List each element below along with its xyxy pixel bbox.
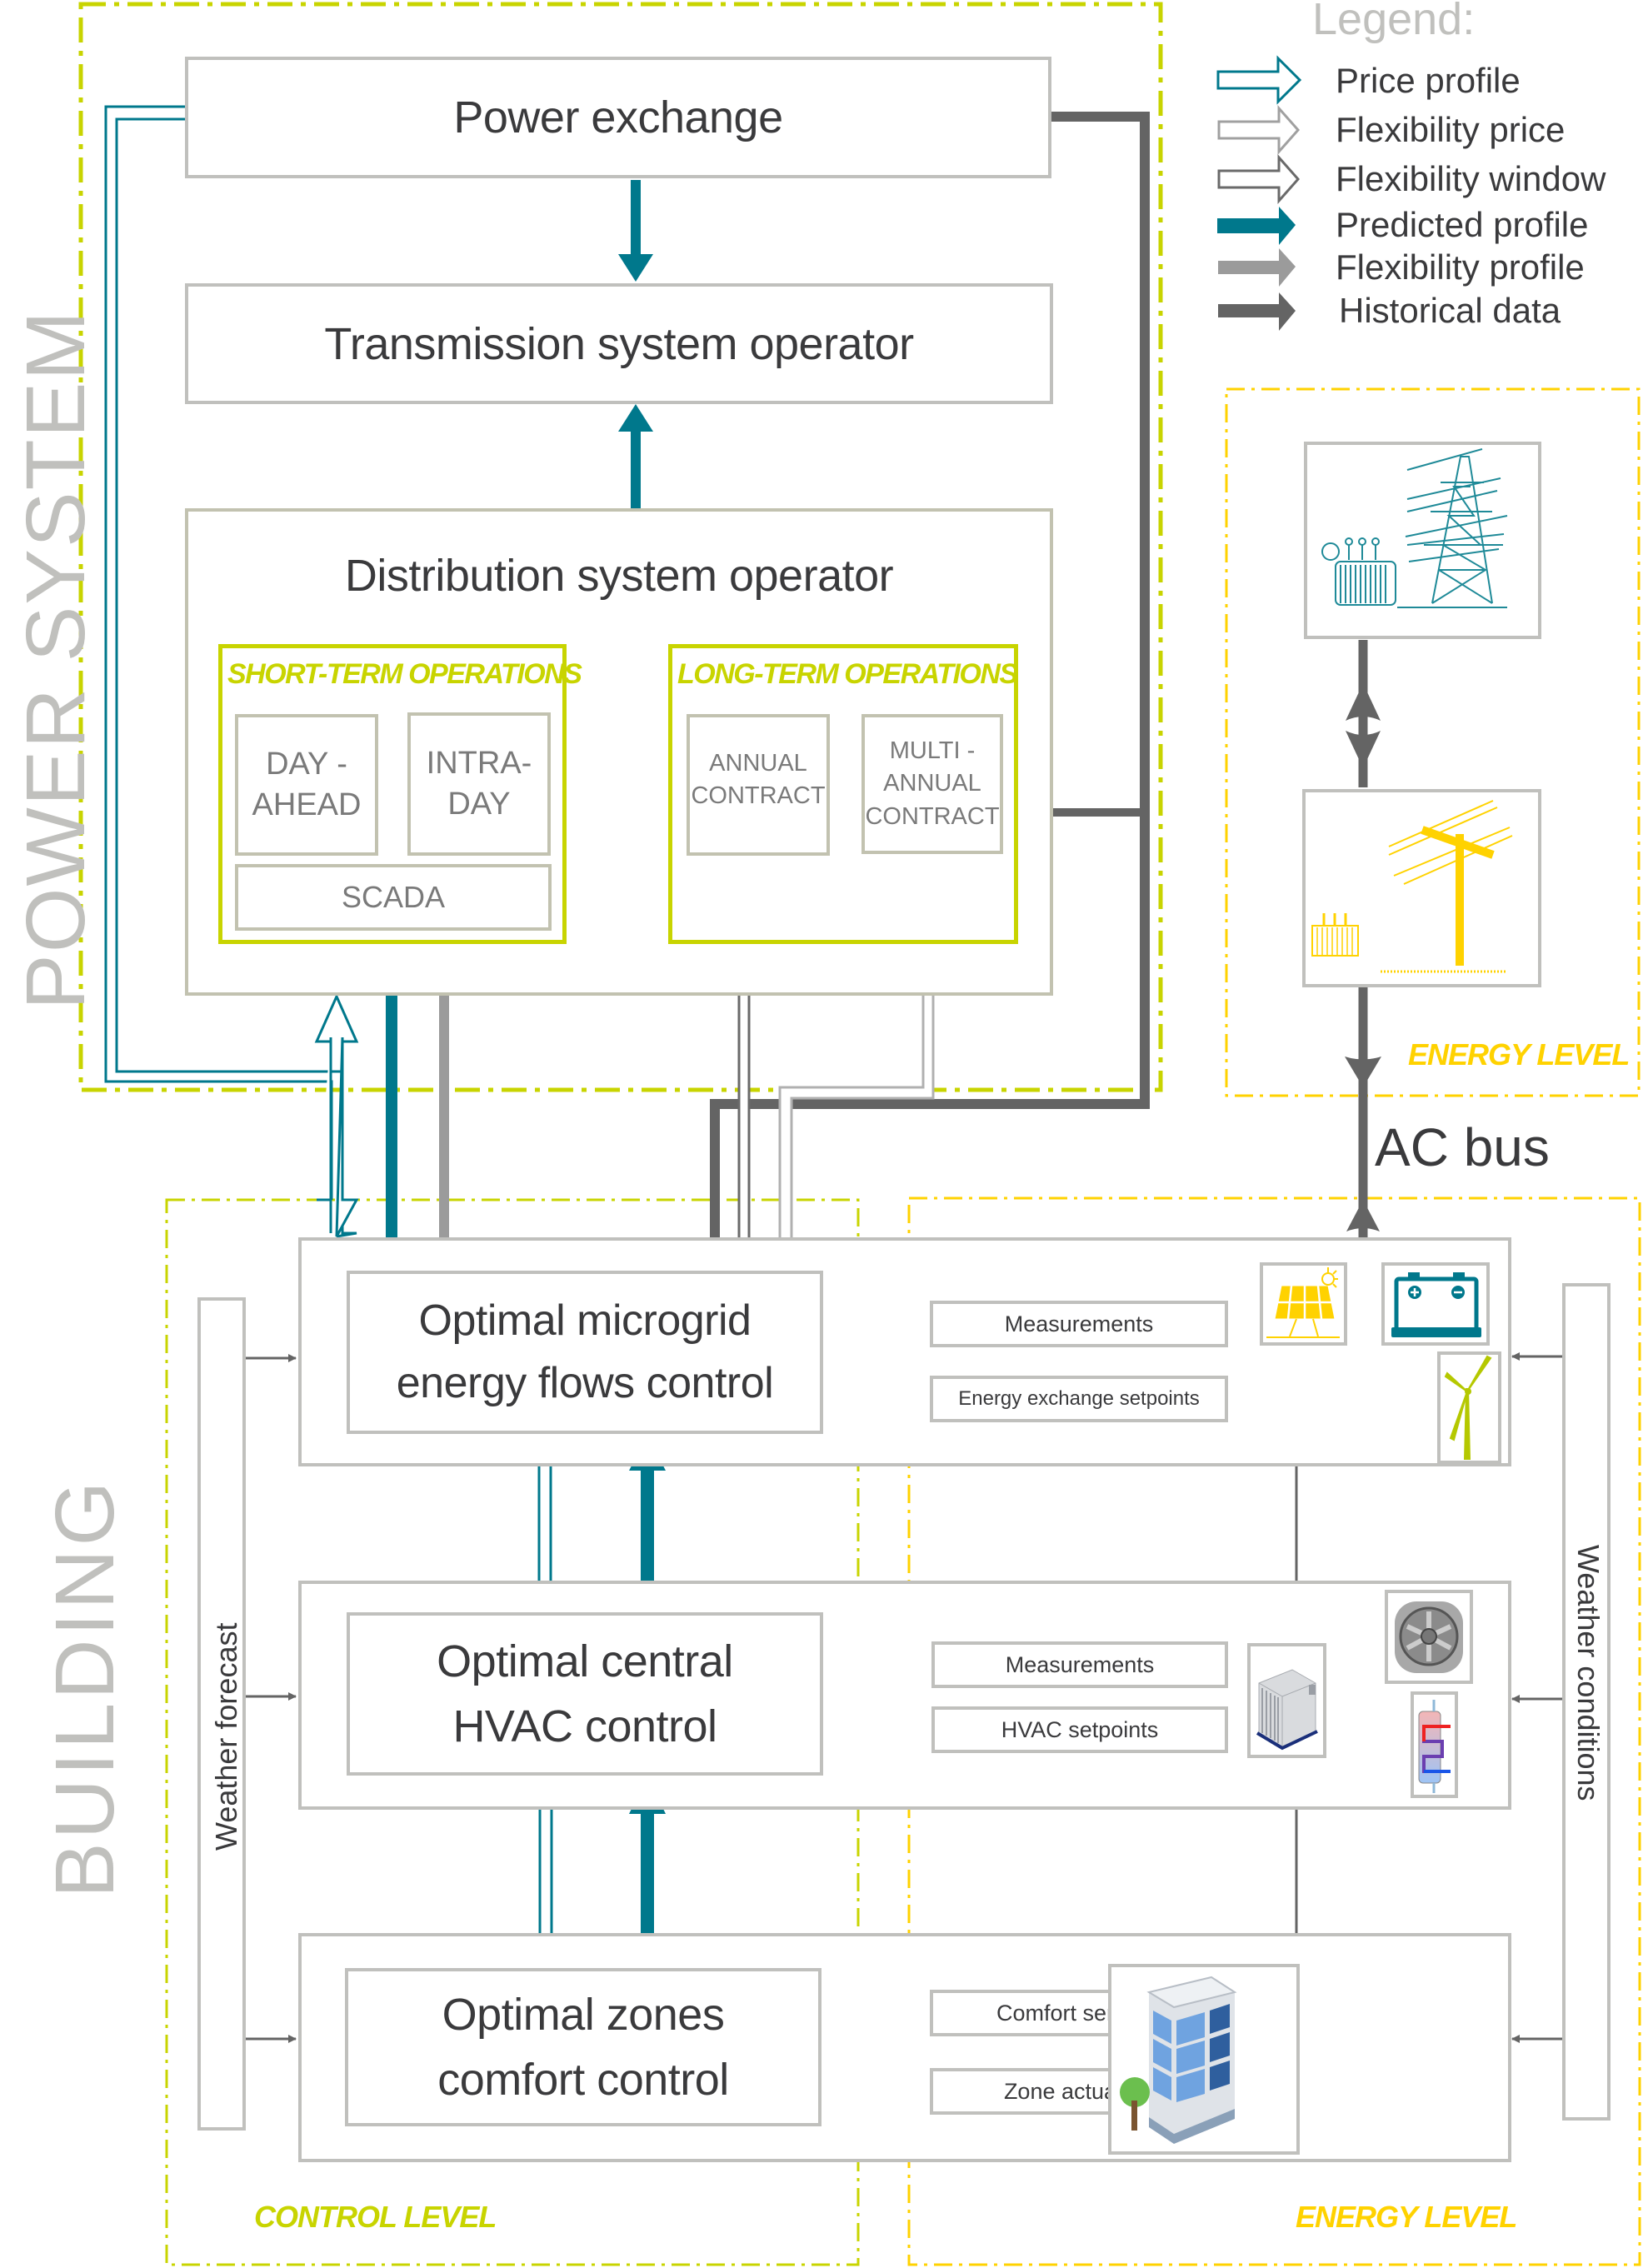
- power-system-frame: [78, 2, 1163, 1092]
- hvac-measurements-label: Measurements: [1005, 1651, 1155, 1677]
- wind-turbine-icon: [1444, 1355, 1492, 1460]
- energy-level-label-bottom: ENERGY LEVEL: [1296, 2200, 1517, 2234]
- solar-panel-icon: [1266, 1267, 1340, 1338]
- microgrid-measurements-chip[interactable]: Measurements: [930, 1301, 1228, 1347]
- hvac-setpoints-label: HVAC setpoints: [1001, 1716, 1159, 1742]
- price-profile-arrow: [314, 993, 359, 1238]
- legend-arrows: [1216, 55, 1302, 331]
- zones-controller-box[interactable]: Optimal zones comfort control: [345, 1968, 822, 2126]
- day-ahead-line-2: AHEAD: [252, 787, 362, 822]
- scada-box[interactable]: SCADA: [235, 864, 552, 931]
- day-ahead-box[interactable]: DAY - AHEAD: [235, 714, 378, 856]
- long-term-title: LONG-TERM OPERATIONS: [677, 658, 1018, 690]
- distribution-pole-icon: [1311, 800, 1513, 973]
- dso-label: Distribution system operator: [344, 551, 894, 601]
- wind-turbine-box[interactable]: [1437, 1351, 1501, 1464]
- office-building-icon: [1120, 1976, 1237, 2144]
- arrowhead: [1345, 1057, 1381, 1087]
- weather-forecast-bar[interactable]: Weather forecast: [197, 1297, 246, 2131]
- transmission-tower-icon: [1321, 448, 1508, 608]
- multi-annual-line-2: ANNUAL: [883, 770, 981, 797]
- microgrid-measurements-label: Measurements: [1004, 1311, 1154, 1336]
- weather-conditions-label: Weather conditions: [1571, 1545, 1606, 1801]
- power-exchange-label: Power exchange: [453, 92, 783, 142]
- chiller-box[interactable]: [1247, 1643, 1326, 1758]
- arrowhead: [618, 254, 653, 282]
- microgrid-controller-box[interactable]: Optimal microgrid energy flows control: [347, 1271, 823, 1434]
- arrowhead: [1346, 731, 1381, 768]
- heat-exchanger-box[interactable]: [1411, 1691, 1458, 1798]
- tso-label: Transmission system operator: [324, 318, 914, 369]
- ac-bus-label: AC bus: [1375, 1117, 1550, 1177]
- arrowhead: [1346, 1200, 1380, 1231]
- annual-line-1: ANNUAL: [709, 750, 807, 777]
- intra-day-line-2: DAY: [447, 787, 511, 822]
- day-ahead-line-1: DAY -: [266, 746, 347, 782]
- battery-box[interactable]: [1381, 1262, 1490, 1346]
- control-level-label: CONTROL LEVEL: [254, 2200, 497, 2234]
- energy-level-label-top: ENERGY LEVEL: [1408, 1037, 1630, 1072]
- building-image-holder: [1111, 1967, 1296, 2151]
- control-level-frame: [165, 1198, 860, 2266]
- intra-day-line-1: INTRA-: [426, 745, 532, 781]
- intra-day-box[interactable]: INTRA- DAY: [407, 712, 551, 856]
- multi-annual-line-1: MULTI -: [889, 737, 976, 765]
- battery-icon: [1391, 1272, 1481, 1337]
- arrowhead: [1346, 683, 1381, 721]
- scada-label: SCADA: [341, 879, 446, 914]
- section-label-power-system: POWER SYSTEM: [9, 309, 102, 1010]
- solar-panel-box[interactable]: [1260, 1262, 1347, 1346]
- hvac-measurements-chip[interactable]: Measurements: [931, 1641, 1228, 1688]
- energy-exchange-setpoints-chip[interactable]: Energy exchange setpoints: [930, 1376, 1228, 1422]
- hvac-controller-line-1: Optimal central: [437, 1636, 733, 1686]
- distribution-grid-box[interactable]: [1302, 789, 1541, 987]
- short-term-title: SHORT-TERM OPERATIONS: [227, 658, 582, 690]
- hvac-controller-box[interactable]: Optimal central HVAC control: [347, 1612, 823, 1776]
- price-profile-arrow-bottom: [317, 1037, 359, 1237]
- arrowhead: [618, 404, 653, 432]
- energy-exchange-setpoints-label: Energy exchange setpoints: [958, 1387, 1200, 1410]
- zones-controller-line-1: Optimal zones: [442, 1989, 725, 2040]
- heat-exchanger-icon: [1418, 1700, 1451, 1793]
- annual-line-2: CONTRACT: [691, 782, 826, 810]
- annual-contract-box[interactable]: ANNUAL CONTRACT: [687, 714, 830, 856]
- multi-annual-line-3: CONTRACT: [865, 802, 1000, 830]
- legend-title: Legend:: [1312, 0, 1476, 44]
- fan-box[interactable]: [1385, 1590, 1473, 1684]
- section-label-building: BUILDING: [38, 1477, 132, 1898]
- fan-icon: [1395, 1601, 1463, 1673]
- transmission-grid-box[interactable]: [1304, 442, 1541, 639]
- hvac-setpoints-chip[interactable]: HVAC setpoints: [931, 1706, 1228, 1753]
- power-exchange-box[interactable]: Power exchange: [185, 57, 1051, 178]
- hvac-controller-line-2: HVAC control: [452, 1701, 717, 1751]
- microgrid-controller-line-1: Optimal microgrid: [418, 1296, 752, 1345]
- weather-forecast-label: Weather forecast: [209, 1622, 243, 1851]
- chiller-unit-icon: [1256, 1669, 1318, 1751]
- zones-controller-line-2: comfort control: [437, 2055, 729, 2105]
- multi-annual-contract-box[interactable]: MULTI - ANNUAL CONTRACT: [861, 714, 1003, 854]
- tso-box[interactable]: Transmission system operator: [185, 283, 1053, 404]
- microgrid-controller-line-2: energy flows control: [396, 1359, 774, 1407]
- weather-conditions-bar[interactable]: Weather conditions: [1562, 1283, 1611, 2121]
- historical-line-main: [710, 112, 1150, 1246]
